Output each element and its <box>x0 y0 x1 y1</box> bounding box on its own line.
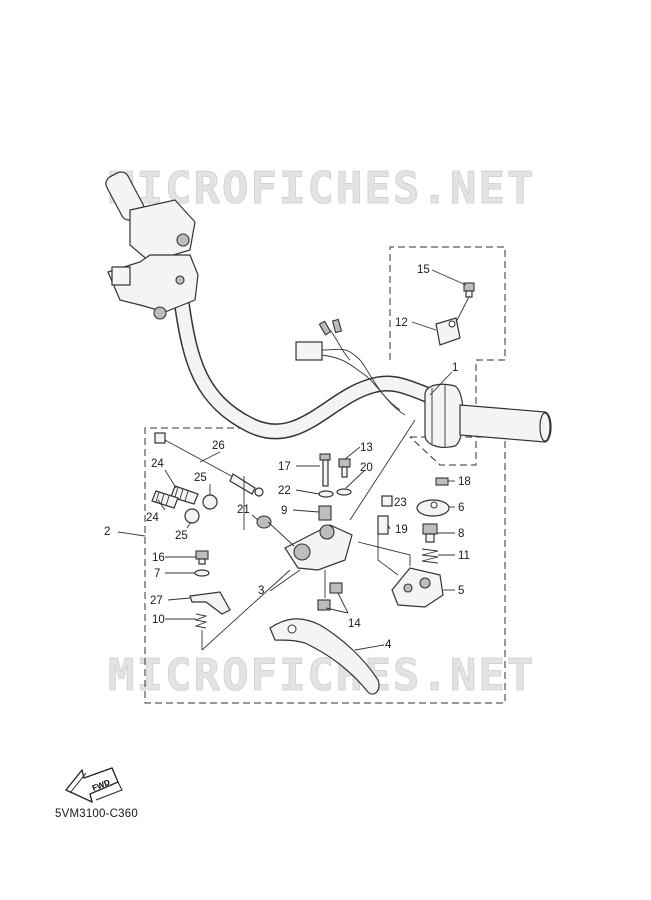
callout-25-upper: 25 <box>194 472 207 484</box>
callout-21: 21 <box>237 504 250 516</box>
knob-8 <box>422 523 438 543</box>
holder-screw <box>338 458 351 478</box>
callout-19: 19 <box>395 524 408 536</box>
callout-6: 6 <box>458 502 464 514</box>
switch-plate <box>189 591 231 615</box>
switch-bracket <box>435 317 461 346</box>
washer-20 <box>336 488 352 496</box>
callout-4: 4 <box>385 639 392 651</box>
callout-17: 17 <box>278 461 291 473</box>
callout-18: 18 <box>458 476 471 488</box>
callout-9: 9 <box>281 505 287 517</box>
handlebar <box>174 297 448 440</box>
fwd-arrow-icon: FWD <box>64 767 123 804</box>
callout-13: 13 <box>360 442 373 454</box>
callout-24-upper: 24 <box>151 458 164 470</box>
switch-screw <box>455 282 475 323</box>
callout-1: 1 <box>452 362 458 374</box>
callout-10: 10 <box>152 614 165 626</box>
adjuster-plate <box>416 499 450 517</box>
switch-group-outline <box>389 246 506 466</box>
callout-23: 23 <box>394 497 407 509</box>
washer-7 <box>194 569 210 577</box>
bolt-16 <box>195 550 209 565</box>
clutch-cable <box>154 432 264 497</box>
callout-11: 11 <box>458 550 470 562</box>
callout-16: 16 <box>152 552 165 564</box>
collar-9 <box>318 505 332 521</box>
callout-3: 3 <box>258 585 264 597</box>
nut-14-upper <box>329 582 343 594</box>
callout-25-lower: 25 <box>175 530 188 542</box>
pin-19 <box>377 515 389 535</box>
right-grip <box>459 404 552 443</box>
cable-adjuster-upper <box>170 485 199 505</box>
lever-adjuster-5 <box>391 567 444 608</box>
bushing <box>256 515 272 529</box>
pivot-bolt <box>319 453 331 487</box>
callout-26: 26 <box>212 440 225 452</box>
callout-7: 7 <box>154 568 160 580</box>
pin-23 <box>381 495 393 507</box>
callout-12: 12 <box>395 317 408 329</box>
callout-15: 15 <box>417 264 430 276</box>
callout-8: 8 <box>458 528 464 540</box>
washer-22 <box>318 490 334 498</box>
lock-nut-lower <box>184 508 200 524</box>
callout-22: 22 <box>278 485 291 497</box>
spring-10 <box>194 613 208 629</box>
callout-24-lower: 24 <box>146 512 159 524</box>
clutch-lever <box>269 618 380 695</box>
lock-nut-upper <box>202 494 218 510</box>
callout-27: 27 <box>150 595 163 607</box>
callout-20: 20 <box>360 462 373 474</box>
diagram-code: 5VM3100-C360 <box>55 808 138 820</box>
cable-adjuster-lower <box>151 490 179 509</box>
nut-14-lower <box>317 599 331 611</box>
screw-18 <box>435 477 449 486</box>
watermark-bottom: MICROFICHES.NET <box>108 650 535 701</box>
callout-labels: 1 2 3 4 5 6 7 8 9 10 11 12 13 14 15 16 1… <box>104 264 471 651</box>
left-grip <box>105 171 196 263</box>
callout-5: 5 <box>458 585 464 597</box>
leader-lines <box>117 269 467 651</box>
callout-2: 2 <box>104 526 110 538</box>
lever-holder <box>243 476 353 571</box>
spring-11 <box>421 548 439 564</box>
callout-14: 14 <box>348 618 361 630</box>
wire-harness <box>295 318 406 416</box>
master-cylinder <box>107 254 199 320</box>
